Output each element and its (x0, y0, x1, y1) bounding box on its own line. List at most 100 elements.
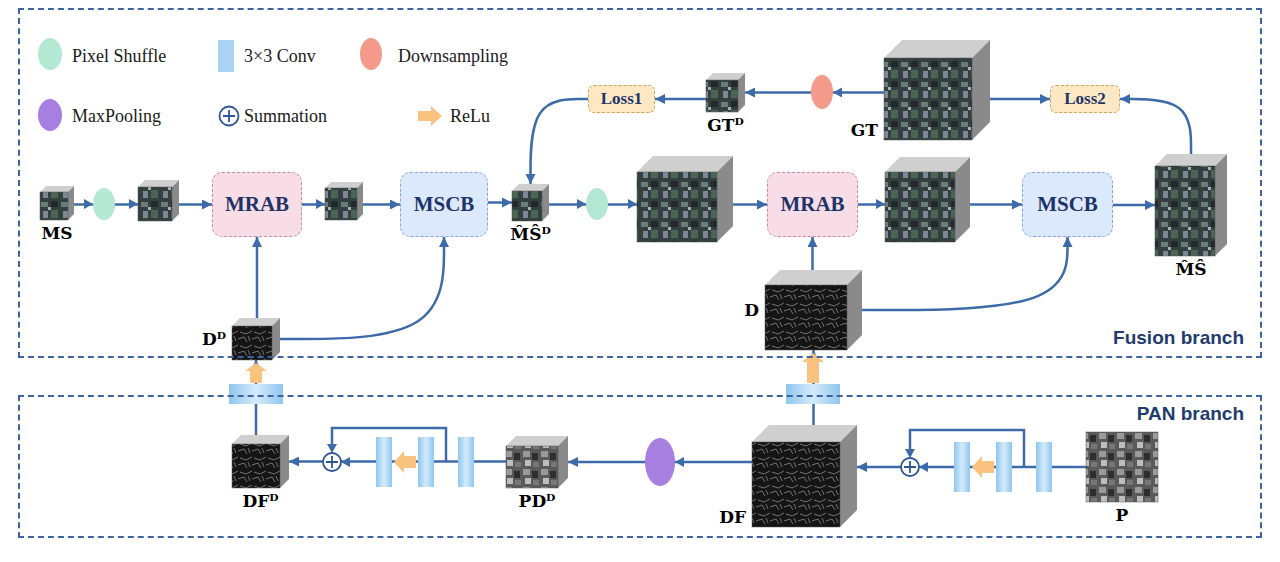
label-holder: M̂Ŝᴰ (452, 224, 609, 244)
flow-arrow (531, 99, 589, 184)
feature-map: MS (40, 186, 74, 220)
stack-side (280, 435, 289, 488)
label-holder: MaxPooling (72, 105, 161, 127)
feature-map: PDᴰ (506, 436, 568, 488)
stack-side (1215, 154, 1227, 256)
legend-swatch (360, 38, 382, 70)
arrow-head (316, 199, 325, 209)
arrow-head (876, 199, 885, 209)
flow-arrow (280, 237, 444, 339)
stack-side (272, 318, 280, 360)
stack-side (357, 182, 363, 220)
module-box: MSCB (1022, 172, 1113, 237)
map-label: DFᴰ (172, 491, 349, 511)
feature-map: DFᴰ (232, 435, 289, 488)
map-label: GT (851, 120, 878, 140)
label-holder: Pixel Shuffle (72, 45, 166, 67)
stack-face (884, 58, 972, 140)
pixel-shuffle (586, 188, 608, 220)
feature-map-stack (232, 435, 289, 488)
stack-side (738, 73, 745, 112)
arrow-head (833, 88, 842, 98)
summation-symbol (323, 453, 341, 471)
feature-map-stack (325, 182, 363, 220)
arrow-head (129, 199, 138, 209)
arrow-head (84, 199, 93, 209)
stack-side (558, 436, 568, 488)
stack-face (885, 172, 955, 242)
feature-map-stack (138, 180, 179, 221)
stack-top (637, 156, 733, 172)
label-holder: 3×3 Conv (244, 45, 316, 67)
stack-side (172, 180, 179, 221)
label-holder: P (1026, 505, 1218, 525)
relu-arrow (245, 363, 267, 383)
map-label: GTᴰ (646, 115, 805, 135)
pixel-shuffle (93, 188, 115, 220)
flow-arrow (256, 237, 259, 318)
conv-block (954, 442, 970, 492)
stack-face (232, 326, 272, 360)
stack-face (706, 80, 738, 112)
label-holder: PDᴰ (446, 491, 628, 511)
branch-label: PAN branch (1137, 403, 1244, 426)
map-label: M̂Ŝ (1095, 259, 1280, 279)
feature-map: M̂Ŝᴰ (512, 184, 549, 221)
legend-label: MaxPooling (72, 105, 161, 127)
stack-face (637, 172, 717, 242)
label-holder: Dᴰ (202, 329, 226, 349)
arrow-head (675, 457, 684, 467)
arrow-head (327, 444, 337, 453)
module-label: Loss1 (601, 90, 643, 109)
label-holder: GT (851, 120, 878, 140)
module-label: MRAB (225, 193, 289, 216)
feature-map: DF (752, 425, 857, 527)
map-label: DF (719, 507, 746, 527)
legend-label: Summation (244, 105, 327, 127)
summation-circle (220, 107, 239, 126)
summation-icon (218, 105, 240, 127)
flow-arrow (862, 237, 1068, 310)
module-label: MSCB (414, 193, 475, 216)
stack-top (506, 436, 568, 446)
map-label: MS (0, 223, 134, 243)
module-box: MRAB (212, 172, 302, 237)
map-label: PDᴰ (446, 491, 628, 511)
summation-plus (326, 456, 338, 468)
feature-map-stack (752, 425, 857, 527)
label-holder: Summation (244, 105, 327, 127)
feature-map: P (1086, 432, 1158, 502)
branch-label: Fusion branch (1113, 327, 1244, 350)
stack-side (847, 270, 862, 350)
summation-plus (223, 110, 235, 122)
summation-circle (323, 453, 341, 471)
label-holder: DFᴰ (172, 491, 349, 511)
stack-face (506, 446, 558, 488)
conv-block (418, 437, 434, 487)
stack-face (765, 285, 847, 350)
legend-label: Downsampling (398, 45, 508, 67)
loss-box: Loss2 (1050, 85, 1120, 113)
feature-map: M̂Ŝ (1155, 154, 1227, 256)
conv-block (376, 437, 392, 487)
label-holder: D (744, 300, 759, 320)
label-holder: GTᴰ (646, 115, 805, 135)
stack-face (752, 442, 840, 527)
flow-arrow (655, 98, 706, 101)
feature-map: D (765, 270, 862, 350)
stack-face (512, 191, 542, 221)
stack-side (955, 157, 970, 242)
stack-top (765, 270, 862, 285)
feature-map-stack (706, 73, 745, 112)
relu-arrow (394, 451, 416, 473)
stack-top (325, 182, 363, 188)
label-holder: PAN branch (1137, 403, 1244, 426)
module-label: Loss2 (1064, 90, 1106, 109)
label-holder: M̂Ŝ (1095, 259, 1280, 279)
map-label: P (1026, 505, 1218, 525)
feature-map-stack (637, 156, 733, 242)
stack-top (138, 180, 179, 187)
feature-map-stack (40, 186, 74, 220)
label-holder: MS (0, 223, 134, 243)
legend-label: ReLu (450, 105, 490, 127)
